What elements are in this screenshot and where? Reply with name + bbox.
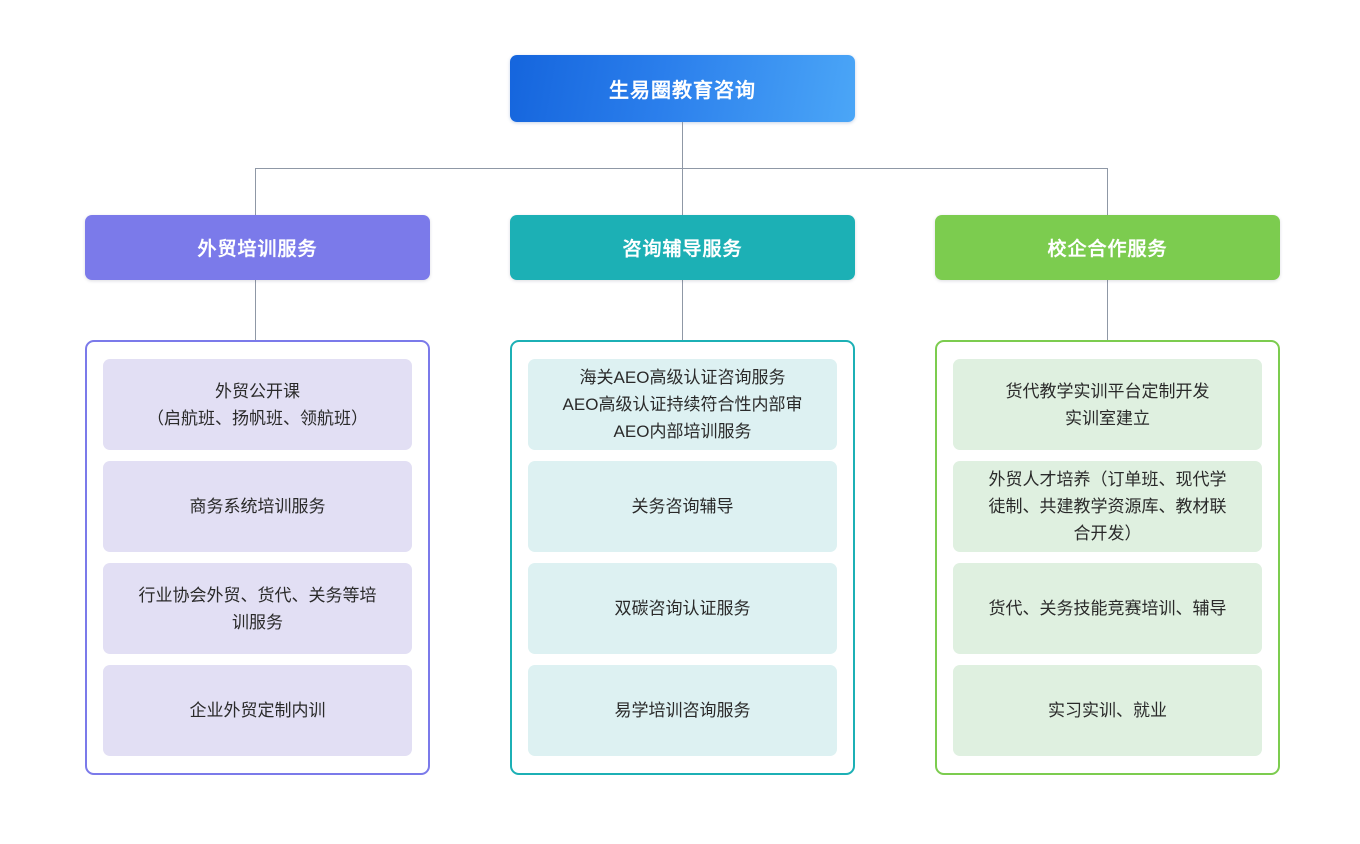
connector-root-stem xyxy=(682,122,683,168)
connector-header-to-group-1 xyxy=(255,280,256,340)
service-item-text: 外贸公开课 （启航班、扬帆班、领航班） xyxy=(147,381,368,428)
category-header-label: 校企合作服务 xyxy=(1047,239,1168,260)
service-item-text: 行业协会外贸、货代、关务等培 训服务 xyxy=(138,585,377,632)
group-container-consulting: 海关AEO高级认证咨询服务 AEO高级认证持续符合性内部审 AEO内部培训服务 … xyxy=(510,340,855,775)
category-header-training[interactable]: 外贸培训服务 xyxy=(85,215,430,280)
service-item-card[interactable]: 海关AEO高级认证咨询服务 AEO高级认证持续符合性内部审 AEO内部培训服务 xyxy=(528,359,837,450)
service-item-card[interactable]: 货代、关务技能竞赛培训、辅导 xyxy=(953,563,1262,654)
connector-drop-column-3 xyxy=(1107,168,1108,215)
category-header-label: 咨询辅导服务 xyxy=(622,239,743,260)
service-item-text: 货代教学实训平台定制开发 实训室建立 xyxy=(1005,381,1210,428)
service-item-text: 外贸人才培养（订单班、现代学 徒制、共建教学资源库、教材联 合开发） xyxy=(988,470,1227,543)
service-item-text: 易学培训咨询服务 xyxy=(614,701,751,720)
service-item-card[interactable]: 外贸人才培养（订单班、现代学 徒制、共建教学资源库、教材联 合开发） xyxy=(953,461,1262,552)
service-item-card[interactable]: 行业协会外贸、货代、关务等培 训服务 xyxy=(103,563,412,654)
service-item-card[interactable]: 双碳咨询认证服务 xyxy=(528,563,837,654)
service-item-text: 海关AEO高级认证咨询服务 AEO高级认证持续符合性内部审 AEO内部培训服务 xyxy=(562,368,803,441)
service-item-card[interactable]: 商务系统培训服务 xyxy=(103,461,412,552)
service-item-text: 实习实训、就业 xyxy=(1048,701,1167,720)
group-container-school-enterprise: 货代教学实训平台定制开发 实训室建立 外贸人才培养（订单班、现代学 徒制、共建教… xyxy=(935,340,1280,775)
category-header-consulting[interactable]: 咨询辅导服务 xyxy=(510,215,855,280)
service-item-card[interactable]: 易学培训咨询服务 xyxy=(528,665,837,756)
connector-header-to-group-2 xyxy=(682,280,683,340)
root-node-label: 生易圈教育咨询 xyxy=(609,80,756,102)
group-container-training: 外贸公开课 （启航班、扬帆班、领航班） 商务系统培训服务 行业协会外贸、货代、关… xyxy=(85,340,430,775)
service-item-text: 货代、关务技能竞赛培训、辅导 xyxy=(988,599,1227,618)
root-node[interactable]: 生易圈教育咨询 xyxy=(510,55,855,122)
service-item-text: 关务咨询辅导 xyxy=(631,497,734,516)
connector-header-to-group-3 xyxy=(1107,280,1108,340)
connector-drop-column-1 xyxy=(255,168,256,215)
service-item-card[interactable]: 关务咨询辅导 xyxy=(528,461,837,552)
service-item-card[interactable]: 实习实训、就业 xyxy=(953,665,1262,756)
connector-drop-column-2 xyxy=(682,168,683,215)
service-item-text: 双碳咨询认证服务 xyxy=(614,599,751,618)
connector-horizontal-bus xyxy=(255,168,1108,169)
category-header-label: 外贸培训服务 xyxy=(197,239,318,260)
service-item-card[interactable]: 货代教学实训平台定制开发 实训室建立 xyxy=(953,359,1262,450)
service-item-card[interactable]: 企业外贸定制内训 xyxy=(103,665,412,756)
category-header-school-enterprise[interactable]: 校企合作服务 xyxy=(935,215,1280,280)
service-item-text: 企业外贸定制内训 xyxy=(189,701,326,720)
service-item-card[interactable]: 外贸公开课 （启航班、扬帆班、领航班） xyxy=(103,359,412,450)
service-item-text: 商务系统培训服务 xyxy=(189,497,326,516)
